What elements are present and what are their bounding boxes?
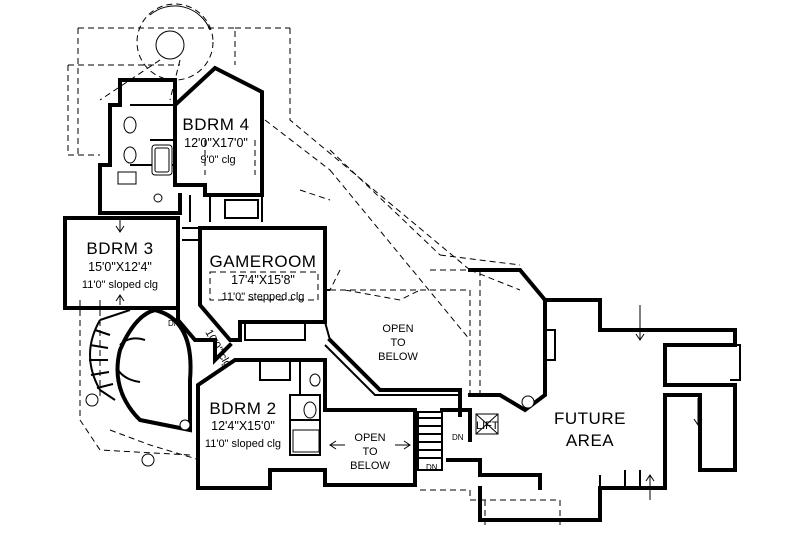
bdrm3-name: BDRM 3 (86, 239, 153, 258)
room-bdrm4: BDRM 4 12'0"X17'0" 9'0" clg (182, 115, 249, 166)
room-bdrm3: BDRM 3 15'0"X12'4" 11'0" sloped clg (82, 239, 158, 291)
future-area-line2: AREA (566, 431, 614, 450)
room-gameroom: GAMEROOM 17'4"X15'8" 11'0" stepped clg (210, 252, 317, 303)
fixtures (85, 116, 535, 467)
bdrm2-ceiling: 11'0" sloped clg (205, 438, 281, 450)
dn-label-2: DN (452, 433, 464, 442)
open-below-1-line2: TO (390, 337, 406, 349)
dn-label-1: DN (168, 319, 180, 328)
open-to-below-2: OPEN TO BELOW (350, 432, 390, 472)
bdrm4-size: 12'0"X17'0" (184, 136, 248, 150)
future-area: FUTURE AREA (554, 409, 626, 450)
arrows (115, 220, 703, 500)
walls (63, 65, 741, 522)
bdrm3-ceiling: 11'0" sloped clg (82, 279, 158, 291)
ceiling-lines (204, 140, 319, 301)
open-below-2-line2: TO (362, 446, 378, 458)
open-below-1-line1: OPEN (382, 323, 413, 335)
open-below-2-line1: OPEN (354, 432, 385, 444)
bdrm3-size: 15'0"X12'4" (88, 260, 152, 274)
open-below-2-line3: BELOW (350, 460, 390, 472)
bdrm4-ceiling: 9'0" clg (200, 154, 235, 166)
gameroom-name: GAMEROOM (210, 252, 317, 271)
room-bdrm2: BDRM 2 12'4"X15'0" 11'0" sloped clg (205, 399, 281, 450)
open-below-1-line3: BELOW (378, 351, 418, 363)
gameroom-size: 17'4"X15'8" (231, 273, 295, 287)
bdrm2-name: BDRM 2 (209, 399, 276, 418)
dn-label-3: DN (426, 463, 438, 472)
gameroom-ceiling: 11'0" stepped clg (222, 291, 305, 303)
lift-label: LIFT (476, 420, 499, 432)
bdrm2-size: 12'4"X15'0" (211, 419, 275, 433)
future-area-line1: FUTURE (554, 409, 626, 428)
open-to-below-1: OPEN TO BELOW (378, 323, 418, 363)
bdrm4-name: BDRM 4 (182, 115, 249, 134)
upper-spiral-outline (136, 3, 214, 81)
